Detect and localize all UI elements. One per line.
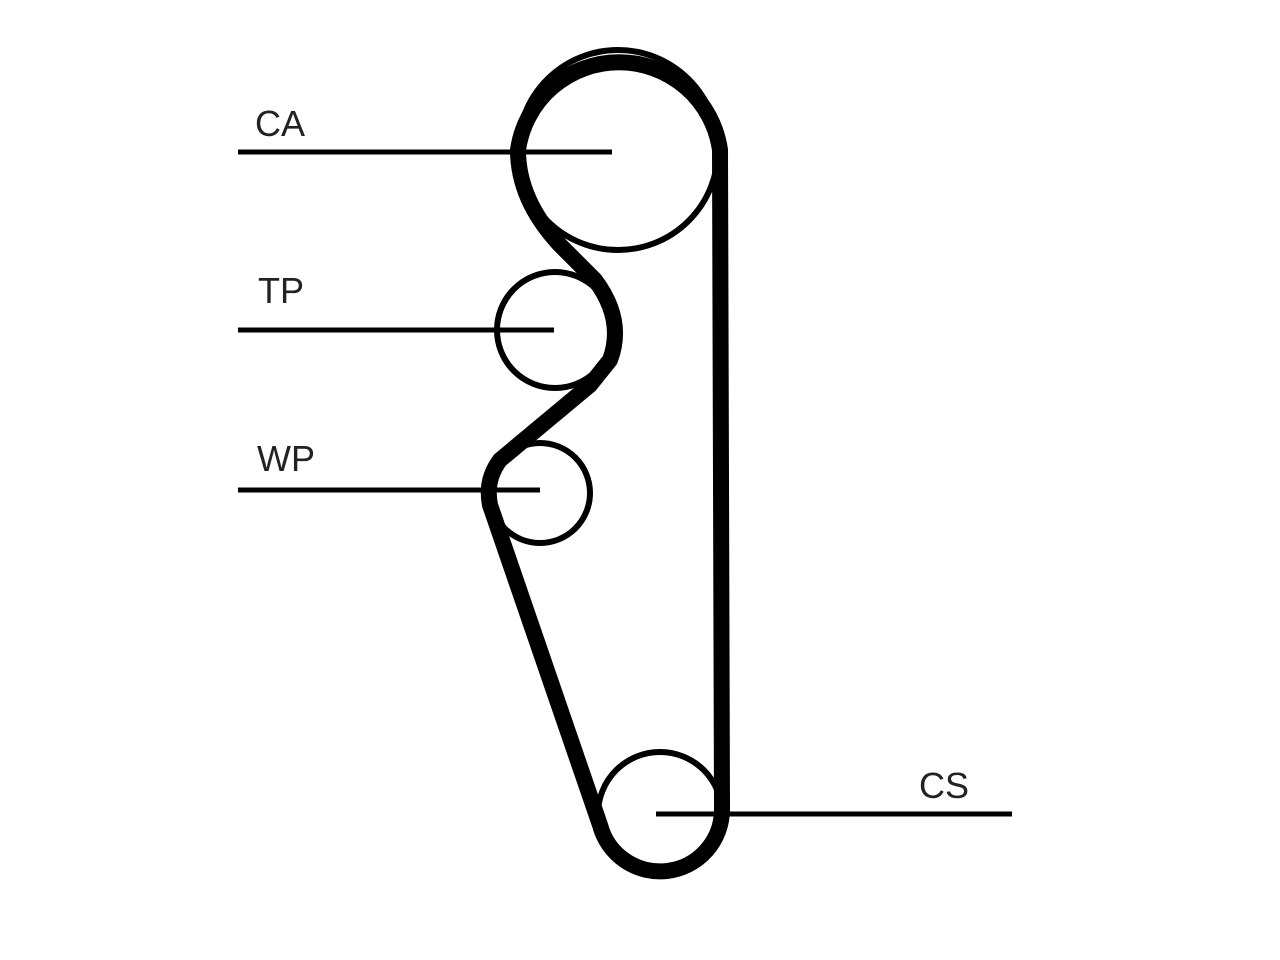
ca-label: CA xyxy=(255,103,305,144)
cs-label: CS xyxy=(919,765,969,806)
tp-label: TP xyxy=(258,270,304,311)
timing-belt xyxy=(480,54,730,880)
wp-label: WP xyxy=(257,438,315,479)
